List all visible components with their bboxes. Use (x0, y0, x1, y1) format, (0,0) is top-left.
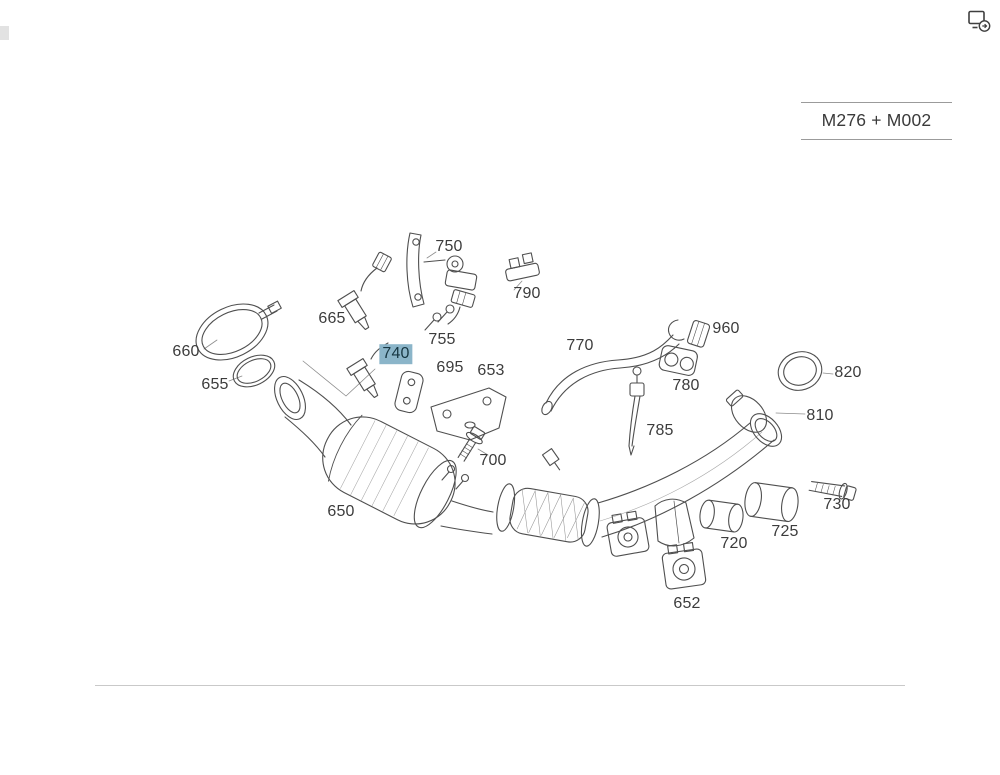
part-820-ring-drawing (777, 351, 823, 391)
part-label-785[interactable]: 785 (646, 422, 674, 440)
part-label-740[interactable]: 740 (379, 344, 413, 364)
part-750-bracket-drawing (406, 232, 478, 325)
part-665-sensor-drawing (337, 251, 392, 331)
export-icon-glyph (968, 10, 991, 32)
part-label-770[interactable]: 770 (566, 337, 594, 355)
part-730-bolt-drawing (808, 481, 857, 501)
part-720-mount-drawing (699, 499, 744, 533)
leader-lines (203, 251, 834, 456)
part-label-790[interactable]: 790 (513, 285, 541, 303)
part-960-connector-drawing (667, 319, 711, 348)
page-edge-artifact (0, 26, 9, 40)
part-label-780[interactable]: 780 (672, 377, 700, 395)
part-label-720[interactable]: 720 (720, 535, 748, 553)
engine-model-code: M276 + M002 (821, 110, 932, 130)
header-rule-bottom (801, 139, 952, 140)
part-label-725[interactable]: 725 (771, 523, 799, 541)
part-652-bracket-drawing (606, 510, 707, 590)
part-label-655[interactable]: 655 (201, 376, 229, 394)
part-label-653[interactable]: 653 (477, 362, 505, 380)
part-725-mount-drawing (744, 482, 799, 523)
part-700-bolt-drawing (441, 426, 486, 490)
part-label-810[interactable]: 810 (806, 407, 834, 425)
part-770-hose-drawing (541, 334, 680, 416)
part-650-catalytic-converter-drawing (274, 376, 494, 535)
sensor-boss-drawing (541, 448, 561, 471)
heat-shield-drawing (654, 498, 695, 547)
part-785-sensor-drawing (628, 366, 645, 456)
part-790-bracket-drawing (505, 252, 540, 282)
part-label-820[interactable]: 820 (834, 364, 862, 382)
part-label-700[interactable]: 700 (479, 452, 507, 470)
engine-model-header: M276 + M002 (801, 102, 952, 140)
part-653-bracket-drawing (430, 387, 507, 441)
part-label-660[interactable]: 660 (172, 343, 200, 361)
part-label-755[interactable]: 755 (428, 331, 456, 349)
export-icon[interactable] (966, 8, 992, 34)
part-695-plate-drawing (394, 370, 424, 414)
part-660-clamp-drawing (195, 300, 282, 361)
part-655-gasket-drawing (232, 354, 276, 388)
part-label-960[interactable]: 960 (712, 320, 740, 338)
part-label-750[interactable]: 750 (435, 238, 463, 256)
part-label-652[interactable]: 652 (673, 595, 701, 613)
part-label-665[interactable]: 665 (318, 310, 346, 328)
part-label-730[interactable]: 730 (823, 496, 851, 514)
part-label-650[interactable]: 650 (327, 503, 355, 521)
flex-coupling-drawing (496, 483, 600, 547)
footer-divider (95, 685, 905, 686)
header-rule-top (801, 102, 952, 103)
part-780-clamp-drawing (658, 345, 698, 376)
part-740-sensor-drawing (346, 342, 389, 399)
part-810-clamp-drawing (725, 389, 768, 433)
part-label-695[interactable]: 695 (436, 359, 464, 377)
part-755-screws-drawing (424, 304, 455, 331)
rear-pipe-drawing (597, 413, 783, 538)
